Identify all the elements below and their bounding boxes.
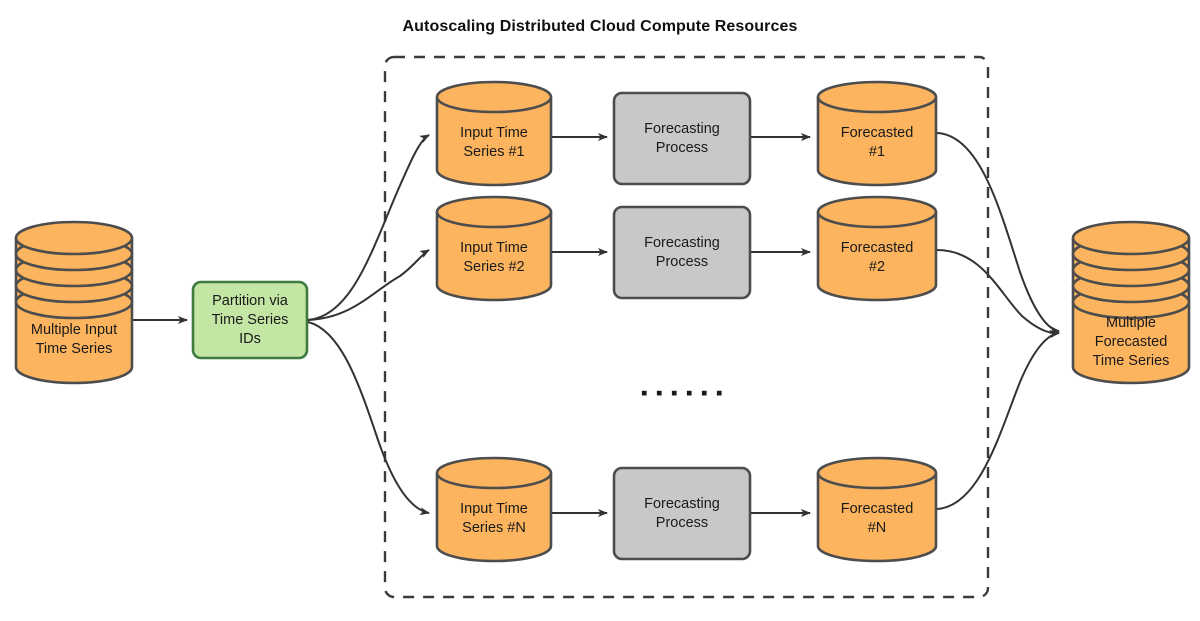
input-store-cylinder bbox=[14, 220, 134, 385]
edge-row-1-to-output-store bbox=[936, 132, 1060, 334]
row-2-process-box bbox=[612, 205, 752, 300]
edge-row-2-to-output-store bbox=[936, 249, 1060, 338]
row-2-output-cylinder bbox=[816, 195, 938, 302]
partition-box bbox=[191, 280, 309, 360]
page-title: Autoscaling Distributed Cloud Compute Re… bbox=[402, 18, 798, 35]
row-1-input-cylinder bbox=[435, 80, 553, 187]
row-1-output-cylinder bbox=[816, 80, 938, 187]
row-n-process-box bbox=[612, 466, 752, 561]
output-store-cylinder bbox=[1071, 220, 1191, 385]
edge-partition-to-row-1 bbox=[307, 134, 430, 321]
row-n-output-cylinder bbox=[816, 456, 938, 563]
autoscaling-boundary bbox=[383, 55, 990, 599]
row-1-process-box bbox=[612, 91, 752, 186]
edge-row-n-to-output-store bbox=[936, 330, 1060, 510]
edge-partition-to-row-n bbox=[307, 321, 430, 516]
edge-partition-to-row-2 bbox=[307, 249, 430, 321]
row-n-input-cylinder bbox=[435, 456, 553, 563]
row-2-input-cylinder bbox=[435, 195, 553, 302]
